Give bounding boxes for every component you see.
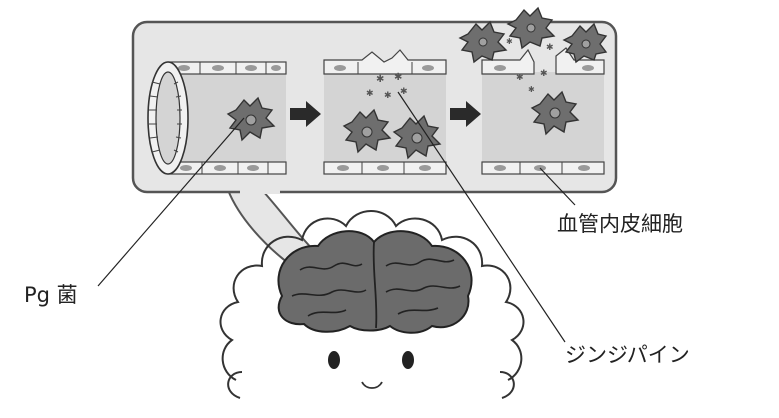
svg-text:✱: ✱ <box>384 91 392 101</box>
left-eye <box>328 351 340 369</box>
callout-joint <box>240 186 280 194</box>
brain <box>278 231 471 333</box>
svg-text:✱: ✱ <box>394 72 402 83</box>
right-eye <box>402 351 414 369</box>
svg-text:✱: ✱ <box>546 43 554 53</box>
svg-text:✱: ✱ <box>540 69 548 79</box>
svg-text:✱: ✱ <box>366 89 374 99</box>
svg-text:✱: ✱ <box>376 74 384 85</box>
vessel-panel-2: ✱ ✱ ✱ ✱ ✱ <box>324 50 446 174</box>
right-ear <box>500 372 514 398</box>
svg-text:✱: ✱ <box>400 87 408 97</box>
pg-bacteria-label: Pg 菌 <box>24 283 78 307</box>
endothelial-cells-label: 血管内皮細胞 <box>557 212 683 236</box>
vessel-panel-1 <box>148 62 286 174</box>
svg-text:✱: ✱ <box>516 73 524 83</box>
gingipain-label: ジンジパイン <box>565 343 690 367</box>
svg-text:✱: ✱ <box>528 85 535 94</box>
svg-text:✱: ✱ <box>506 37 513 46</box>
nose <box>362 382 382 388</box>
